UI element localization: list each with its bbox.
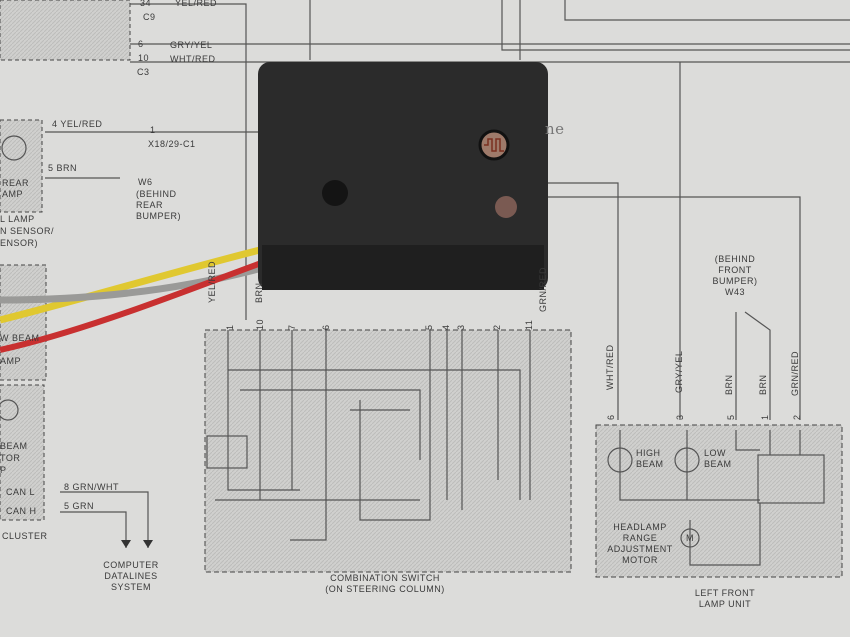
wire-label: 8 GRN/WHT bbox=[64, 482, 119, 492]
pin-label: 3 bbox=[675, 414, 685, 420]
motor-symbol: M bbox=[686, 533, 694, 543]
wire-label: WHT/RED bbox=[170, 54, 216, 64]
component-label: P bbox=[0, 465, 7, 475]
front-lamp-unit-box bbox=[595, 424, 843, 578]
ground-label: W6 bbox=[138, 177, 153, 187]
component-label: N SENSOR/ bbox=[0, 226, 55, 236]
cluster-box bbox=[0, 384, 45, 521]
pin-label: 1 bbox=[225, 324, 235, 330]
pin-label: 5 bbox=[424, 324, 434, 330]
wire-label: YEL/RED bbox=[207, 260, 217, 303]
ground-location: REAR bbox=[136, 200, 164, 210]
secondary-sensor bbox=[495, 196, 517, 218]
combination-switch-label: COMBINATION SWITCH(ON STEERING COLUMN) bbox=[325, 573, 445, 594]
wire-label: 5 BRN bbox=[48, 163, 78, 173]
pin-label: 6 bbox=[321, 324, 331, 330]
pin-label: 5 bbox=[726, 414, 736, 420]
pin-label: 10 bbox=[138, 53, 150, 63]
black-sensor-module bbox=[258, 62, 548, 290]
component-label: BEAM bbox=[0, 441, 28, 451]
component-label: ENSOR) bbox=[0, 238, 39, 248]
wire-label: GRN/RED bbox=[790, 350, 800, 396]
yellow-wire bbox=[0, 246, 261, 324]
wire-label: WHT/RED bbox=[605, 344, 615, 391]
pin-label: 1 bbox=[760, 414, 770, 420]
red-wire bbox=[0, 259, 266, 353]
pin-label: 3 bbox=[456, 324, 466, 330]
wire-label: GRY/YEL bbox=[170, 40, 213, 50]
connector-label: C9 bbox=[143, 12, 156, 22]
connector-label: C3 bbox=[137, 67, 150, 77]
component-label: AMP bbox=[0, 356, 22, 366]
component-label: W BEAM bbox=[0, 333, 40, 343]
wire-label: BRN bbox=[254, 282, 264, 303]
handwritten-note: ne bbox=[545, 120, 565, 138]
ground-location: (BEHIND bbox=[136, 189, 177, 199]
wire-label: GRY/YEL bbox=[674, 350, 684, 393]
component-label: REAR bbox=[2, 178, 30, 188]
ground-location: BUMPER) bbox=[136, 211, 182, 221]
wire-label: 5 GRN bbox=[64, 501, 95, 511]
can-l-label: CAN L bbox=[6, 487, 36, 497]
pin-label: 2 bbox=[492, 324, 502, 330]
led-indicator bbox=[322, 180, 348, 206]
pin-label: 1 bbox=[150, 125, 156, 135]
pin-label: 7 bbox=[287, 324, 297, 330]
pin-label: 10 bbox=[255, 318, 265, 330]
pin-label: 34 bbox=[140, 0, 152, 8]
wire-label: YEL/RED bbox=[175, 0, 218, 8]
wire-label: GRN/RED bbox=[538, 266, 548, 312]
connector-label: X18/29-C1 bbox=[148, 139, 196, 149]
rear-lamp-box bbox=[0, 119, 43, 213]
component-label: AMP bbox=[2, 189, 24, 199]
cluster-lamp-box bbox=[0, 264, 47, 381]
pin-label: 2 bbox=[792, 414, 802, 420]
wire-label: BRN bbox=[724, 374, 734, 395]
wire-label: 4 YEL/RED bbox=[52, 119, 103, 129]
pin-label: 6 bbox=[138, 39, 144, 49]
pin-label: 11 bbox=[524, 319, 534, 330]
wire-label: BRN bbox=[758, 374, 768, 395]
photoresistor bbox=[478, 129, 510, 161]
component-label: L LAMP bbox=[0, 214, 35, 224]
top-component-box bbox=[0, 0, 131, 61]
cluster-label: CLUSTER bbox=[2, 531, 48, 541]
pin-label: 4 bbox=[441, 324, 451, 330]
can-h-label: CAN H bbox=[6, 506, 37, 516]
component-label: TOR bbox=[0, 453, 21, 463]
pin-label: 6 bbox=[606, 414, 616, 420]
